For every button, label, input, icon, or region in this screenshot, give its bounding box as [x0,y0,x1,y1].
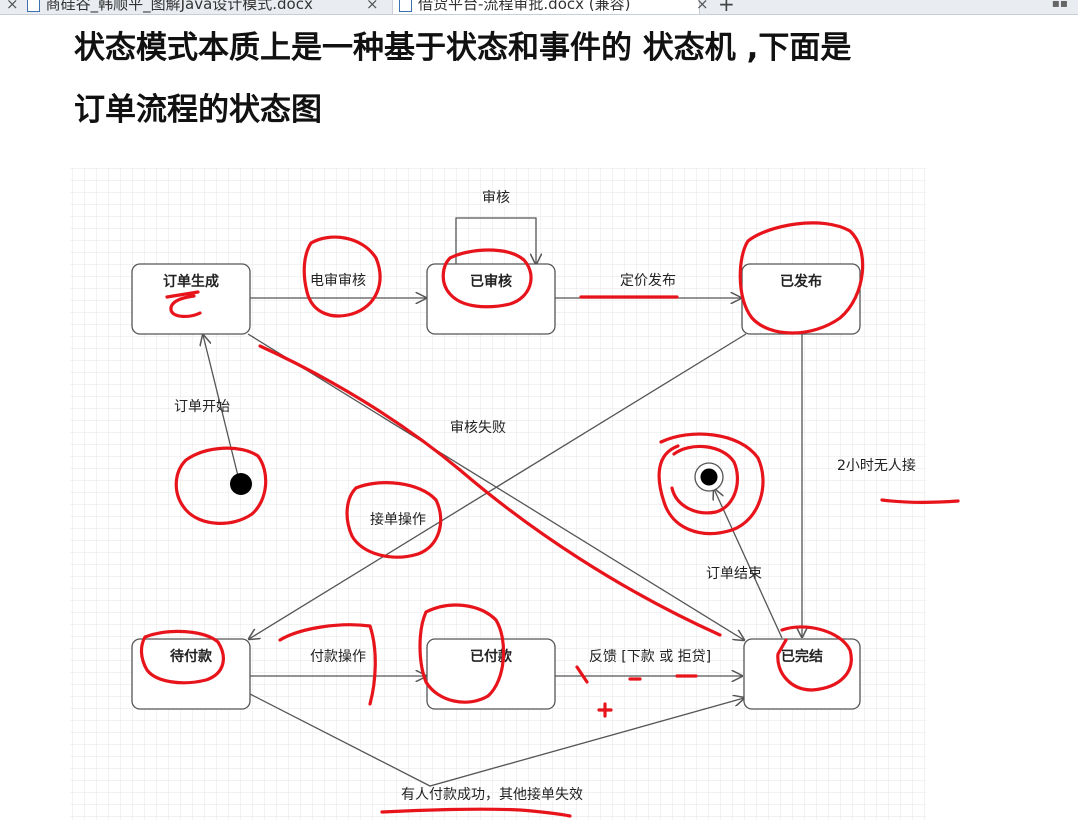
arrow-published-pending [249,333,747,639]
transition-label-others-invalid: 有人付款成功，其他接单失效 [401,786,583,803]
new-tab-icon[interactable]: + [718,0,735,15]
state-pending-payment [131,638,251,710]
state-label-reviewed: 已审核 [470,273,512,290]
state-label-completed: 已完结 [781,648,823,665]
document-icon [399,0,412,12]
state-label-paid: 已付款 [470,648,513,665]
heading-line-2: 订单流程的状态图 [74,92,322,128]
close-icon[interactable]: × [696,0,709,13]
transition-label-pricing-publish: 定价发布 [620,273,676,289]
red-annotations [139,221,960,818]
state-label-published: 已发布 [780,273,822,290]
arrow-start-created [203,335,241,485]
state-order-created [131,263,251,335]
close-icon[interactable]: × [366,0,379,13]
tab-label: 借货平台-流程审批.docx (兼容) [418,0,631,13]
arrow-pending-completed [249,693,744,787]
close-icon[interactable]: × [6,0,19,13]
document-tab[interactable]: × 商硅谷_韩顺平_图解Java设计模式.docx [0,0,313,14]
transition-label-feedback: 反馈 [下款 或 拒贷] [589,649,711,665]
document-tab-active[interactable]: 借货平台-流程审批.docx (兼容) [392,0,700,14]
tab-label: 商硅谷_韩顺平_图解Java设计模式.docx [45,0,313,13]
state-completed [743,638,861,710]
arrow-review-self [455,217,536,264]
state-label-order-created: 订单生成 [163,273,219,290]
initial-state [230,473,252,495]
state-boxes [131,263,861,710]
transition-label-order-end: 订单结束 [706,566,762,582]
transition-label-review-fail: 审核失败 [450,420,506,436]
transition-label-order-start: 订单开始 [174,399,230,415]
heading-line-1: 状态模式本质上是一种基于状态和事件的 状态机 ,下面是 [74,30,852,66]
transition-arrows [203,217,802,787]
state-reviewed [426,263,556,335]
state-label-pending-payment: 待付款 [170,648,213,665]
transition-label-no-taker: 2小时无人接 [837,457,916,474]
menu-icon[interactable]: ▪▪ [1051,0,1068,10]
transition-label-ecommerce-review: 电审审核 [310,273,366,289]
arrow-completed-end [714,489,783,639]
document-icon [26,0,40,12]
document-tab-bar: × 商硅谷_韩顺平_图解Java设计模式.docx × 借货平台-流程审批.doc… [0,0,1078,15]
transition-label-payment-op: 付款操作 [310,649,366,665]
state-paid [426,638,556,710]
document-tab[interactable]: × [360,0,387,14]
final-state [700,468,718,486]
transition-label-review-self: 审核 [482,190,510,206]
transition-label-take-order: 接单操作 [370,511,426,528]
document-tab[interactable]: × [690,0,717,14]
